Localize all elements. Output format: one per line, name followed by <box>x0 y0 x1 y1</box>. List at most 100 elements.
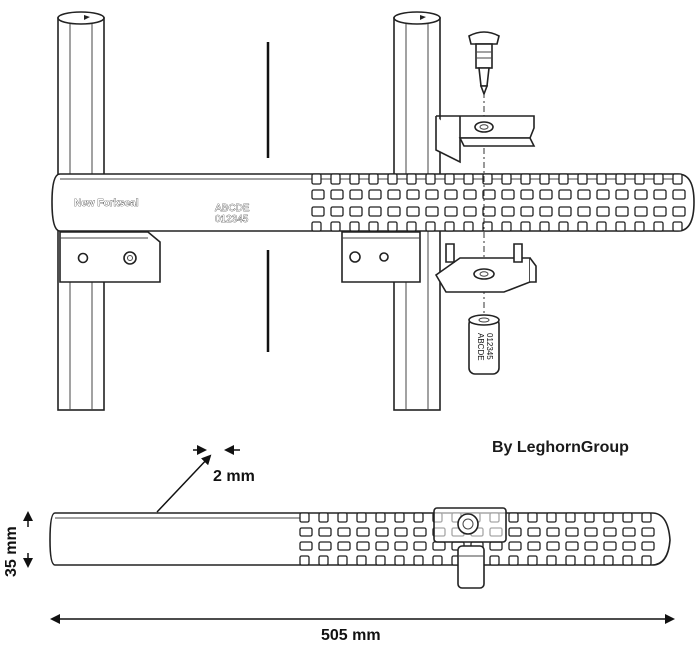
strap-slot <box>318 512 329 523</box>
strap-slot <box>413 541 427 551</box>
strap-slot <box>368 189 382 200</box>
strap-slot <box>565 512 576 523</box>
strap-slot <box>387 206 401 217</box>
strap-slot <box>501 221 512 232</box>
strap-slot <box>299 555 310 566</box>
strap-slot <box>653 221 664 232</box>
strap-slot <box>463 221 474 232</box>
lock-body-code-2: 012345 <box>485 333 494 360</box>
strap-slot <box>413 555 424 566</box>
strap-slot <box>394 541 408 551</box>
strap-slot <box>527 512 538 523</box>
strap-slot <box>615 206 629 217</box>
strap-slot <box>539 206 553 217</box>
strap-slot <box>349 206 363 217</box>
strap-slot <box>622 555 633 566</box>
strap-slot <box>375 541 389 551</box>
strap-slot <box>318 527 332 537</box>
strap-slot <box>349 173 360 185</box>
strap-slot <box>622 527 636 537</box>
strap-slot <box>577 189 591 200</box>
lock-body-code-1: ABCDE <box>476 333 485 361</box>
strap-slot <box>444 173 455 185</box>
strap-slot <box>558 173 569 185</box>
strap-slot <box>539 189 553 200</box>
strap-slot <box>603 555 614 566</box>
strap-slot <box>337 541 351 551</box>
strap-slot <box>482 206 496 217</box>
strap-slot <box>337 527 351 537</box>
strap-slot <box>444 221 455 232</box>
strap-slot <box>318 555 329 566</box>
strap-slot <box>558 189 572 200</box>
strap-slot <box>641 527 655 537</box>
strap-slot <box>482 173 493 185</box>
strap-slot <box>387 221 398 232</box>
strap-slot <box>425 221 436 232</box>
strap-slot <box>539 221 550 232</box>
strap-slot <box>672 221 683 232</box>
strap-slot <box>432 541 446 551</box>
strap-slot <box>299 527 313 537</box>
strap-slot <box>584 541 598 551</box>
left-bracket <box>59 231 161 283</box>
upper-lock-plate <box>435 115 536 164</box>
strap-slot <box>565 527 579 537</box>
strap-slot <box>337 512 348 523</box>
strap-slot <box>463 189 477 200</box>
strap-slot <box>596 221 607 232</box>
strap-slot <box>641 541 655 551</box>
strap-slot <box>501 173 512 185</box>
strap-slot <box>311 173 322 185</box>
strap-slot <box>596 206 610 217</box>
strap-slot <box>337 555 348 566</box>
strap-slot <box>596 189 610 200</box>
strap-slot <box>584 512 595 523</box>
strap-slot <box>634 206 648 217</box>
strap-slot <box>634 189 648 200</box>
strap-slot <box>577 206 591 217</box>
strap-slot <box>489 555 500 566</box>
strap-slot <box>330 173 341 185</box>
strap-slot <box>406 189 420 200</box>
strap-slot <box>413 527 427 537</box>
strap-slot <box>672 173 683 185</box>
strap-slot <box>413 512 424 523</box>
strap-slot <box>565 541 579 551</box>
lower-lock-plate <box>434 243 537 293</box>
strap-slot <box>653 206 667 217</box>
strap-slot <box>489 541 503 551</box>
strap-slot <box>615 173 626 185</box>
lock-body: ABCDE 012345 <box>468 314 500 375</box>
strap-slot <box>558 221 569 232</box>
strap-slot <box>565 555 576 566</box>
strap-slot <box>463 206 477 217</box>
strap-slot <box>387 173 398 185</box>
strap-slot <box>463 173 474 185</box>
strap-slot <box>577 173 588 185</box>
strap-slot <box>596 173 607 185</box>
dimension-drawing: 2 mm 35 mm 505 mm <box>3 445 675 644</box>
strap-slot <box>311 206 325 217</box>
strap-teeth <box>311 173 686 232</box>
strap-slot <box>501 189 515 200</box>
strap-slot <box>653 173 664 185</box>
strap-slot <box>508 512 519 523</box>
strap-slot <box>311 189 325 200</box>
strap-slot <box>444 189 458 200</box>
drawing-lock <box>433 507 507 589</box>
strap-slot <box>527 555 538 566</box>
strap-slot <box>634 221 645 232</box>
strap-slot <box>520 189 534 200</box>
credit-text: By LeghornGroup <box>492 439 629 456</box>
strap-slot <box>584 555 595 566</box>
installation-view: ABCDE 012345 New Forkseal ABCDE 012345 <box>51 11 695 411</box>
strap-slot <box>520 206 534 217</box>
strap-slot <box>482 189 496 200</box>
strap-slot <box>375 527 389 537</box>
strap-code-line-2: 012345 <box>215 214 249 225</box>
strap-slot <box>558 206 572 217</box>
strap-slot <box>501 206 515 217</box>
